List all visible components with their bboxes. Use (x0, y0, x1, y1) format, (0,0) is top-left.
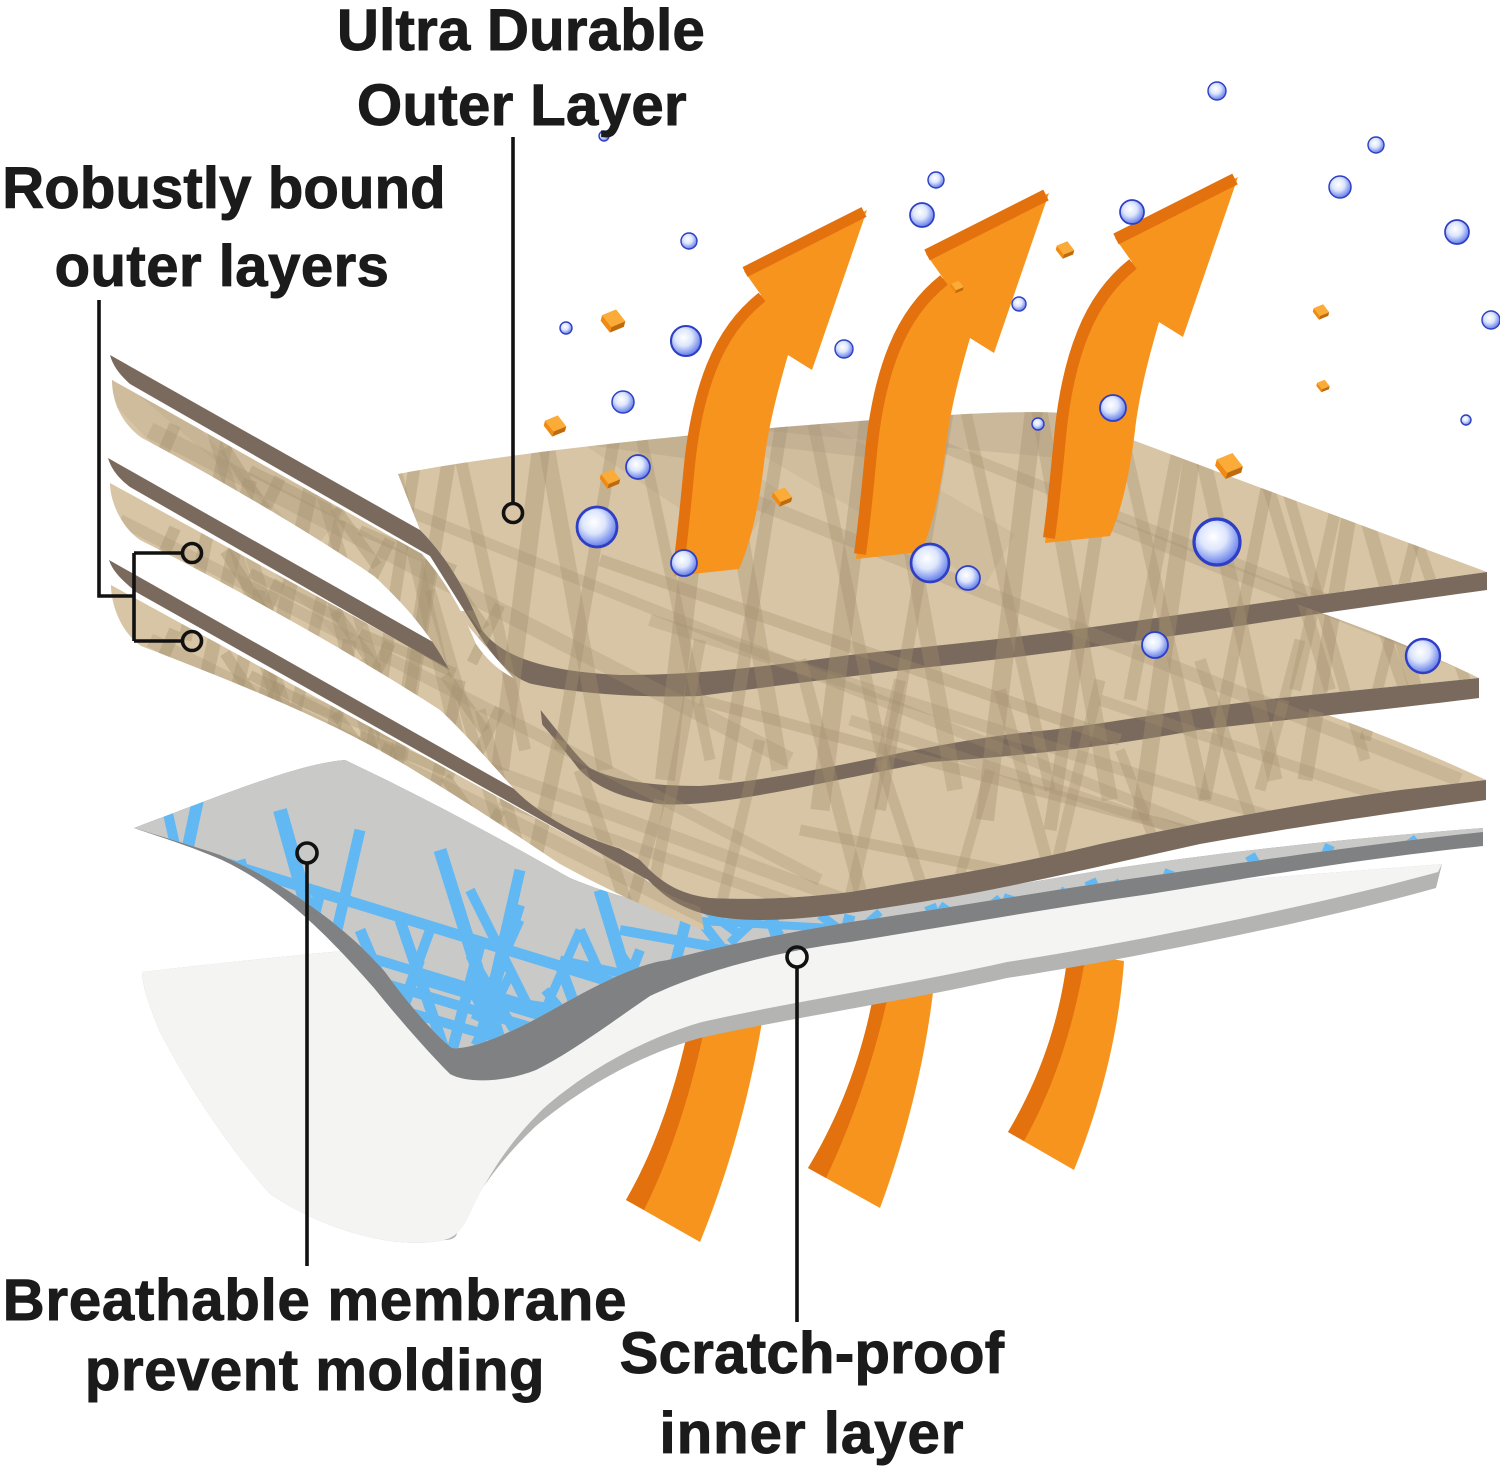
svg-text:Scratch-proof: Scratch-proof (620, 1321, 1005, 1386)
svg-text:prevent molding: prevent molding (85, 1338, 545, 1403)
svg-text:Ultra Durable: Ultra Durable (337, 0, 705, 63)
svg-text:outer layers: outer layers (55, 234, 390, 299)
svg-text:Breathable membrane: Breathable membrane (3, 1268, 627, 1333)
svg-text:Robustly bound: Robustly bound (2, 156, 445, 221)
svg-text:Outer Layer: Outer Layer (357, 73, 687, 138)
svg-text:inner layer: inner layer (660, 1401, 965, 1466)
